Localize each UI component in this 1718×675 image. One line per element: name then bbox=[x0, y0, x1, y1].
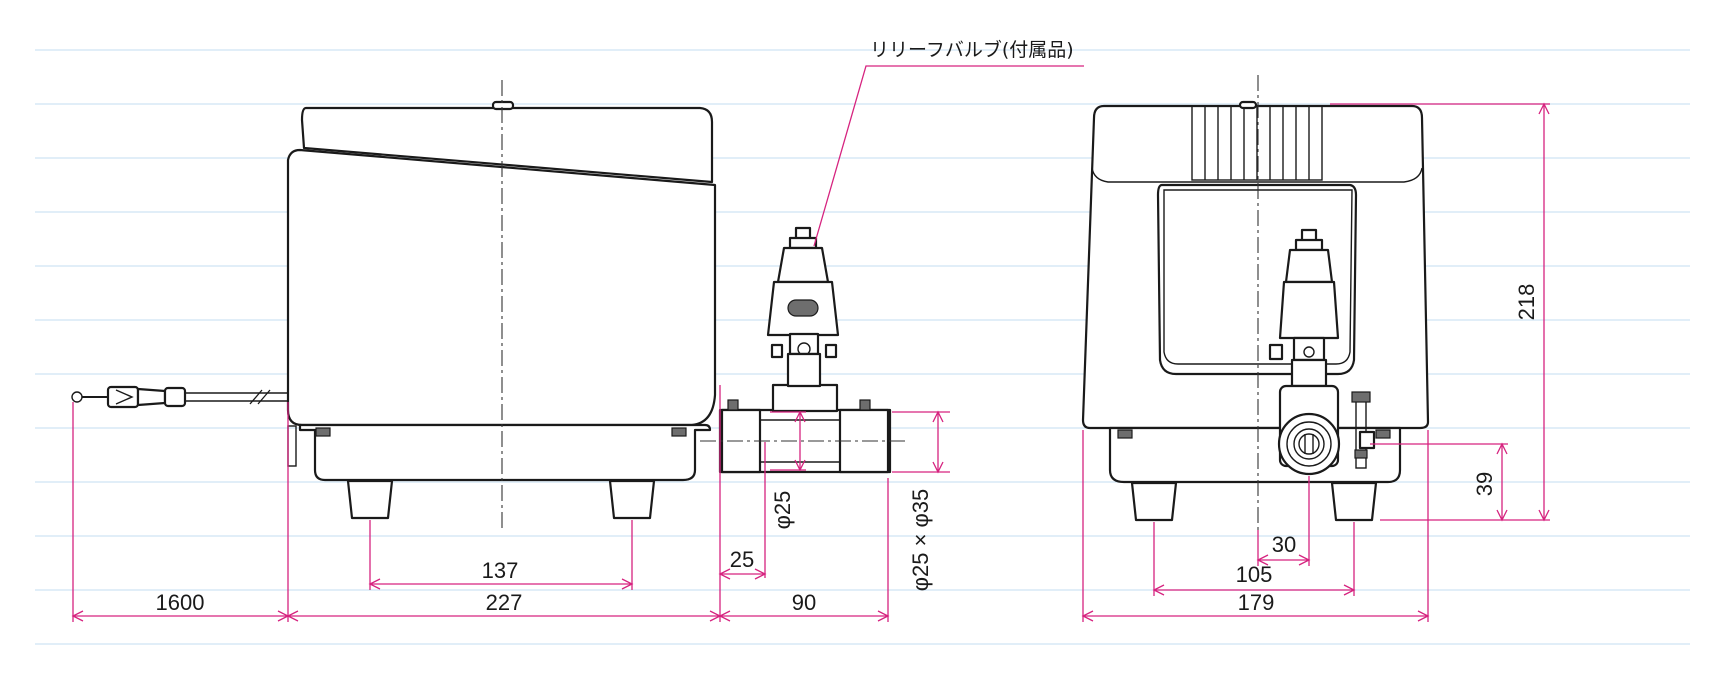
dim-outlet-offset: 30 bbox=[1272, 532, 1296, 557]
blower-base bbox=[298, 423, 712, 482]
front-view bbox=[71, 80, 905, 530]
outlet-pipe bbox=[718, 383, 892, 474]
plug-icon bbox=[71, 385, 187, 409]
relief-valve-front bbox=[766, 226, 840, 388]
side-foot-left bbox=[1130, 481, 1178, 522]
blower-body bbox=[286, 148, 717, 427]
dim-width: 179 bbox=[1238, 590, 1275, 615]
background-grid bbox=[35, 49, 1690, 645]
lid-ribs bbox=[1191, 100, 1323, 181]
outlet-fitting-side bbox=[1277, 384, 1376, 476]
dim-pipe-inset: 25 bbox=[730, 547, 754, 572]
dim-pipe-inner-dia: φ25 bbox=[770, 491, 795, 530]
front-foot-left bbox=[346, 479, 394, 520]
dim-body-length: 227 bbox=[486, 590, 523, 615]
power-cord bbox=[185, 375, 297, 417]
dimension-lines bbox=[71, 65, 1550, 622]
front-foot-right bbox=[608, 479, 656, 520]
dimension-labels: リリーフバルブ(付属品) 1600 227 90 137 25 φ25 φ25 … bbox=[156, 38, 1539, 615]
relief-valve-side bbox=[1268, 228, 1340, 388]
lid-knob bbox=[491, 100, 515, 111]
dim-foot-pitch: 137 bbox=[482, 558, 519, 583]
blower-lid bbox=[300, 106, 714, 184]
side-foot-right bbox=[1330, 481, 1378, 522]
dim-outlet-height: 39 bbox=[1472, 472, 1497, 496]
side-view bbox=[1081, 75, 1430, 530]
side-switch bbox=[287, 425, 297, 467]
dim-pipe-outer-dia: φ25 × φ35 bbox=[908, 489, 933, 592]
dim-cord-length: 1600 bbox=[156, 590, 205, 615]
dim-height: 218 bbox=[1514, 284, 1539, 321]
dim-foot-pitch-side: 105 bbox=[1236, 562, 1273, 587]
callout-relief-valve: リリーフバルブ(付属品) bbox=[870, 38, 1074, 61]
dim-outlet-length: 90 bbox=[792, 590, 816, 615]
